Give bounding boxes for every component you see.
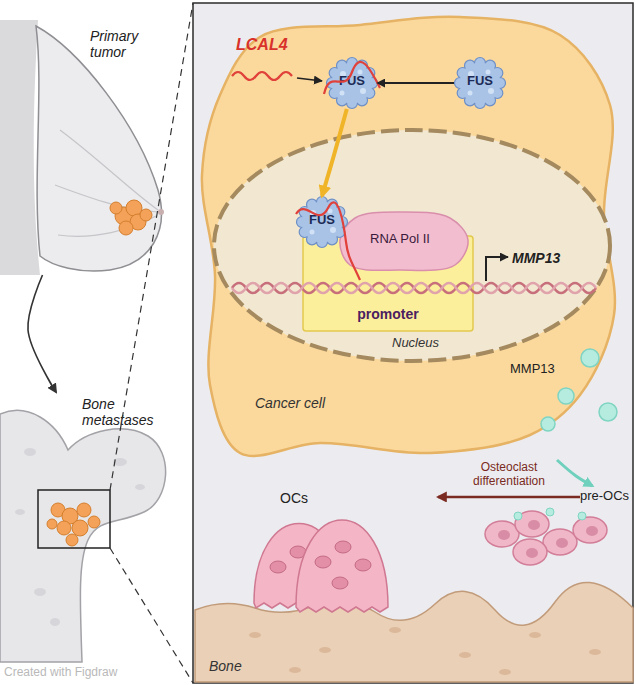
bone-pore — [15, 509, 25, 515]
fus-spot — [468, 91, 473, 96]
pre-osteoclast-cell — [543, 529, 577, 555]
protein-label: MMP13 — [510, 362, 570, 377]
fus-spot — [340, 91, 345, 96]
nipple — [158, 209, 164, 215]
bone-pore — [589, 649, 601, 655]
cancer-cell: Cancer cell FUS FUS Nucleus FUS RNA Pol II pro… — [200, 15, 620, 460]
bone-illustration-shape — [0, 392, 175, 662]
cell-nucleus — [556, 538, 568, 548]
edge-label: Osteoclast differentiation — [459, 461, 559, 489]
milk-duct — [60, 130, 158, 210]
tumor-cell — [110, 202, 122, 214]
nuclear-envelope — [214, 130, 610, 361]
zoom-box — [38, 490, 110, 548]
metastasis-cell — [66, 534, 78, 546]
node-label: promoter — [303, 306, 473, 322]
bone-pore — [289, 667, 301, 673]
fus-protein: FUS — [454, 57, 506, 109]
nucleus: Nucleus FUS RNA Pol II promoter — [212, 128, 612, 363]
arrow-connector — [438, 496, 580, 499]
watermark: Created with Figdraw — [4, 666, 184, 680]
bone-pore — [135, 484, 145, 490]
mmp13-protein — [578, 512, 586, 520]
cell-nucleus — [528, 520, 540, 530]
promoter-box — [303, 236, 473, 331]
node-label: Bone metastases — [82, 396, 168, 428]
cell-nucleus — [315, 556, 331, 568]
fus-spot — [330, 227, 336, 233]
breast-illustration-shape — [0, 20, 170, 275]
metastasis-cell — [72, 520, 88, 536]
metastasis-cell — [88, 516, 100, 528]
tumor-cell — [140, 209, 152, 221]
zoom-panel — [193, 3, 633, 683]
bone-pore — [50, 618, 60, 626]
mmp13-protein — [546, 508, 554, 516]
fus-protein: FUS — [326, 57, 378, 109]
node-label: Cancer cell — [255, 395, 355, 411]
mmp13-protein — [514, 512, 522, 520]
zoom-leader — [110, 548, 193, 683]
cell-nucleus — [270, 561, 286, 573]
fus-spot — [310, 230, 315, 235]
fus-protein: FUS — [296, 196, 348, 248]
bone-pore — [249, 632, 261, 638]
femur-outline — [0, 410, 166, 662]
osteoclast-shape — [248, 487, 438, 612]
osteoclast-body — [296, 520, 388, 612]
pre-osteoclast-cell — [515, 511, 549, 537]
cell-nucleus — [332, 577, 348, 589]
metastasis-cell — [47, 519, 57, 529]
bone-pore — [34, 588, 46, 596]
node-label: FUS — [326, 74, 378, 89]
gene-label: MMP13 — [512, 250, 572, 266]
bone-pore — [529, 632, 541, 638]
node-label: Bone — [209, 658, 269, 674]
node-label: FUS — [454, 74, 506, 89]
node-label: Nucleus — [392, 336, 472, 351]
cell-nucleus — [526, 548, 538, 558]
pre-osteoclast-cell — [573, 517, 607, 543]
cell-nucleus — [355, 559, 371, 571]
bone-pore — [24, 448, 36, 456]
bone-pore — [389, 627, 401, 633]
node-label: pre-OCs — [580, 489, 636, 504]
fus-spot — [360, 88, 366, 94]
bone-pore — [499, 669, 511, 675]
bone-pore — [113, 458, 127, 466]
pre-osteoclast-cell — [485, 521, 519, 547]
arrow-connector — [28, 275, 56, 392]
node-label: Primary tumor — [90, 28, 154, 60]
pre-osteoclast: pre-OCs — [580, 486, 630, 570]
node-label: OCs — [280, 490, 320, 506]
breast-illustration: Primary tumor — [0, 20, 170, 275]
fus-spot — [488, 88, 494, 94]
tumor-cell — [126, 200, 142, 216]
metastasis-cell — [57, 521, 71, 535]
bone-pore — [459, 652, 471, 658]
cell-nucleus — [586, 526, 598, 536]
mmp13-protein — [599, 403, 617, 421]
cell-nucleus — [498, 530, 510, 540]
rna-pol-ii: RNA Pol II — [330, 210, 470, 272]
metastasis-cell — [77, 503, 91, 517]
node-label: RNA Pol II — [330, 232, 470, 247]
bone-illustration: Bone metastases — [0, 392, 175, 662]
milk-duct — [55, 185, 158, 212]
breast-outline — [36, 26, 161, 271]
cell-membrane — [202, 17, 615, 456]
gene-label: LCAL4 — [236, 36, 306, 54]
cell-nucleus — [335, 541, 351, 553]
pre-osteoclast-cell — [513, 539, 547, 565]
osteoclast: OCs — [248, 487, 438, 612]
tumor-cell — [119, 221, 133, 235]
bone-surface — [195, 582, 633, 682]
node-label: FUS — [296, 213, 348, 228]
bone-pore — [319, 647, 331, 653]
chest-wall — [0, 20, 40, 275]
arrow-connector — [557, 460, 593, 486]
